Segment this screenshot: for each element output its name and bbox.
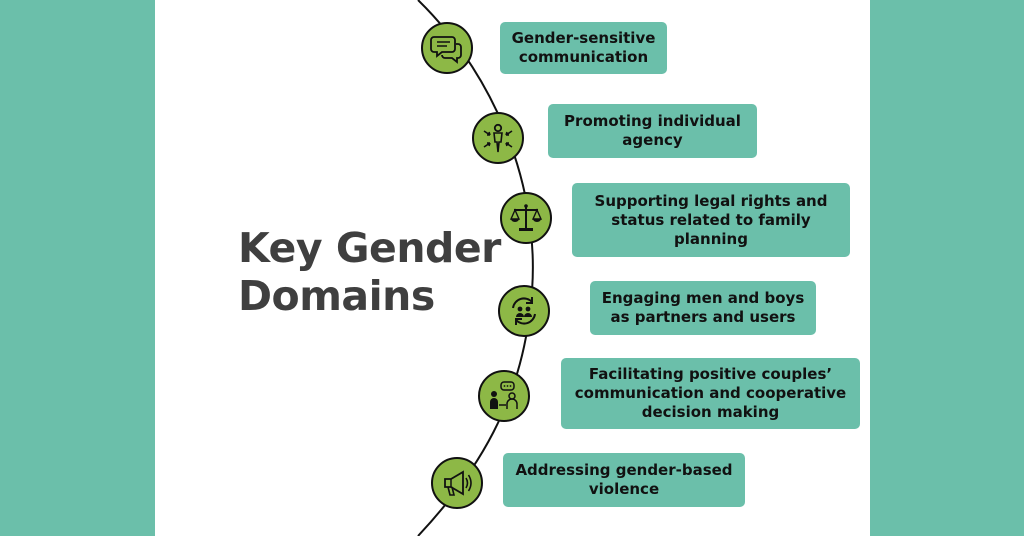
people-cycle-icon bbox=[512, 297, 536, 325]
domain-label-1: Gender-sensitive communication bbox=[511, 29, 656, 66]
domain-box-4: Engaging men and boys as partners and us… bbox=[590, 281, 816, 335]
person-arrows-icon bbox=[483, 123, 513, 153]
page-title-line-2: Domains bbox=[238, 272, 435, 320]
megaphone-icon bbox=[444, 470, 472, 496]
domain-node-3 bbox=[500, 192, 552, 244]
scales-of-justice-icon bbox=[509, 204, 543, 231]
page-title-line-1: Key Gender bbox=[238, 224, 501, 272]
two-people-talking-icon bbox=[490, 381, 518, 409]
domain-label-5: Facilitating positive couples’ communica… bbox=[574, 365, 847, 421]
domain-node-1 bbox=[421, 22, 473, 74]
domain-box-1: Gender-sensitive communication bbox=[500, 22, 667, 74]
domain-box-6: Addressing gender-based violence bbox=[503, 453, 745, 507]
domain-node-4 bbox=[498, 285, 550, 337]
domain-node-6 bbox=[431, 457, 483, 509]
domain-box-5: Facilitating positive couples’ communica… bbox=[561, 358, 860, 429]
page-title: Key Gender Domains bbox=[238, 224, 508, 320]
domain-label-3: Supporting legal rights and status relat… bbox=[594, 191, 828, 248]
domain-box-2: Promoting individual agency bbox=[548, 104, 757, 158]
domain-node-5 bbox=[478, 370, 530, 422]
content-panel bbox=[155, 0, 870, 536]
domain-label-4: Engaging men and boys as partners and us… bbox=[601, 289, 805, 326]
domain-label-2: Promoting individual agency bbox=[564, 112, 741, 149]
domain-label-6: Addressing gender-based violence bbox=[515, 461, 733, 498]
domain-box-3: Supporting legal rights and status relat… bbox=[572, 183, 850, 257]
speech-bubbles-icon bbox=[430, 36, 462, 64]
domain-node-2 bbox=[472, 112, 524, 164]
